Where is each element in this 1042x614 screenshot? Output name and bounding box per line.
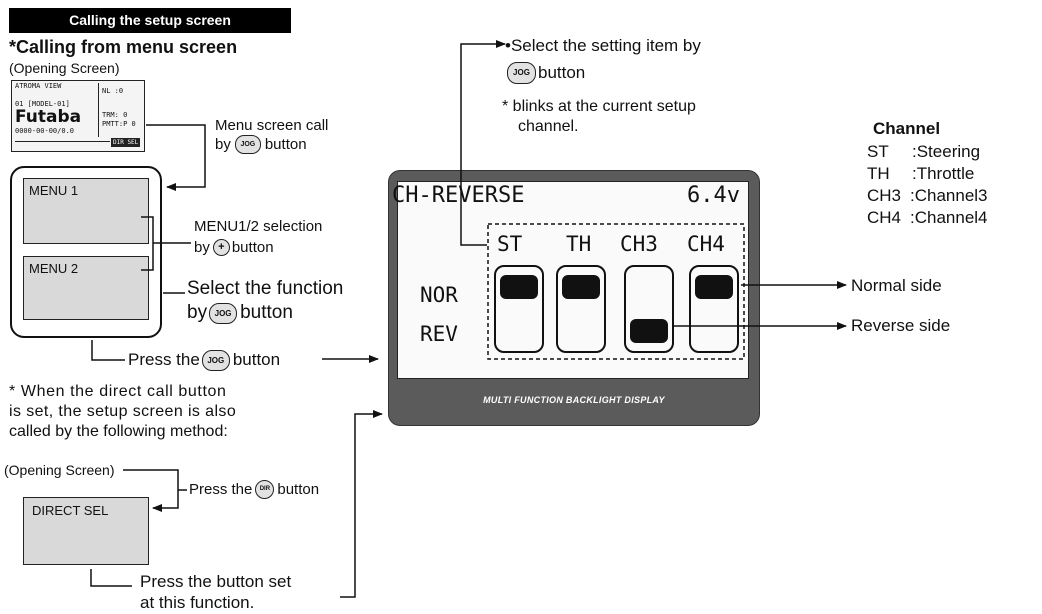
jog-button-icon[interactable]: JOG — [209, 302, 238, 324]
menu-selection-button-word: button — [231, 238, 274, 256]
direct-sel-label: DIRECT SEL — [32, 503, 109, 518]
plus-button-icon[interactable]: + — [212, 238, 230, 256]
menu-selection-by-row: by + button — [194, 237, 274, 257]
direct-opening-label: (Opening Screen) — [4, 462, 115, 478]
menu-selection-by: by — [194, 238, 210, 256]
opening-screen-thumbnail: ATROMA VIEW 01 [MODEL-01] Futaba 0000-00… — [11, 80, 145, 152]
thumb-line2: 01 [MODEL-01] — [15, 100, 70, 108]
thumb-dir-sel-badge: DIR SEL — [111, 138, 141, 147]
thumb-right3: PMTT:P 0 — [102, 120, 136, 128]
direct-bottom-connector — [90, 569, 132, 587]
jog-button-text: JOG — [214, 308, 232, 318]
channel-label-ch4: CH4 — [687, 232, 725, 256]
jog-button-icon[interactable]: JOG — [234, 134, 261, 154]
channel-label-th: TH — [566, 232, 592, 256]
legend-title: Channel — [873, 119, 941, 138]
legend-name-ch4: :Channel4 — [910, 208, 988, 227]
switch-slot-th[interactable] — [556, 265, 606, 353]
row-label-nor: NOR — [420, 283, 458, 307]
menu1-label: MENU 1 — [29, 183, 79, 198]
legend-name-st: :Steering — [912, 142, 981, 161]
press-dir-pre: Press the — [189, 480, 253, 498]
menu-selection-text: MENU1/2 selection — [194, 218, 323, 235]
channel-label-st: ST — [497, 232, 523, 256]
blink-note-line1: * blinks at the current setup — [502, 98, 696, 115]
switch-knob-ch4 — [695, 275, 733, 299]
press-button-set-line1: Press the button set — [140, 572, 292, 591]
dir-button-icon[interactable]: DIR — [255, 479, 275, 499]
switch-slot-ch4[interactable] — [689, 265, 739, 353]
legend-code-th: TH — [867, 164, 890, 183]
direct-note-line1: * When the direct call button — [9, 383, 227, 400]
press-jog-post: button — [232, 350, 281, 369]
menu-call-connector — [146, 124, 206, 191]
press-jog-connector — [91, 340, 125, 361]
switch-knob-th — [562, 275, 600, 299]
menu-call-heading: *Calling from menu screen — [9, 37, 238, 57]
legend-code-ch4: CH4 — [867, 208, 902, 227]
direct-note-line3: called by the following method: — [9, 423, 228, 440]
select-item-button-row: JOG button — [507, 61, 585, 85]
reverse-side-label: Reverse side — [851, 316, 951, 335]
jog-button-text: JOG — [513, 68, 530, 77]
dir-button-text: DIR — [259, 485, 271, 492]
menu1-screen: MENU 1 — [23, 178, 149, 244]
opening-screen-label: (Opening Screen) — [9, 60, 120, 76]
futaba-logo: Futaba — [15, 107, 82, 127]
switch-knob-st — [500, 275, 538, 299]
select-item-button-word: button — [538, 63, 586, 82]
thumb-line3: 0000-00-00/0.0 — [15, 127, 75, 135]
press-button-set-line2: at this function. — [140, 593, 255, 612]
press-jog-row: Press the JOG button — [128, 349, 280, 371]
thumb-divider — [98, 83, 99, 137]
channel-selection-frame — [487, 223, 745, 360]
legend-code-st: ST — [867, 142, 889, 161]
legend-name-th: :Throttle — [912, 164, 975, 183]
direct-note-line2: is set, the setup screen is also — [9, 403, 237, 420]
direct-return-connector — [340, 410, 383, 598]
menu2-label: MENU 2 — [29, 261, 79, 276]
menu2-screen: MENU 2 — [23, 256, 149, 320]
normal-side-label: Normal side — [851, 276, 942, 295]
select-function-by: by — [187, 302, 208, 323]
thumb-line1: ATROMA VIEW — [15, 82, 62, 90]
select-function-button-word: button — [240, 302, 293, 323]
switch-slot-ch3[interactable] — [624, 265, 674, 353]
thumb-right1: NL :0 — [102, 87, 124, 95]
select-function-text: Select the function — [187, 278, 344, 299]
jog-button-icon[interactable]: JOG — [201, 349, 230, 371]
jog-button-text: JOG — [207, 355, 225, 365]
legend-name-ch3: :Channel3 — [910, 186, 988, 205]
menu-call-by: by — [215, 135, 231, 153]
lcd-title: CH-REVERSE — [392, 183, 525, 208]
thumb-trim-bar — [15, 141, 110, 142]
direct-sel-screen: DIRECT SEL — [23, 497, 149, 565]
menu-group-frame — [10, 166, 162, 338]
select-function-by-row: by JOG button — [187, 301, 293, 325]
direct-opening-connector — [123, 469, 179, 512]
jog-button-icon[interactable]: JOG — [507, 62, 536, 84]
press-dir-row: Press the DIR button — [189, 479, 319, 499]
press-jog-pre: Press the — [128, 350, 200, 369]
legend-code-ch3: CH3 — [867, 186, 902, 205]
plus-button-text: + — [218, 240, 225, 253]
blink-note-line2: channel. — [518, 118, 579, 135]
press-dir-post: button — [277, 480, 320, 498]
switch-slot-st[interactable] — [494, 265, 544, 353]
row-label-rev: REV — [420, 322, 458, 346]
menu-call-button-word: button — [264, 135, 307, 153]
thumb-right2: TRM: 0 — [102, 111, 128, 119]
select-item-connector — [460, 40, 506, 246]
menu-select-bracket — [141, 216, 154, 271]
switch-knob-ch3 — [630, 319, 668, 343]
section-header: Calling the setup screen — [9, 8, 291, 33]
bezel-caption: MULTI FUNCTION BACKLIGHT DISPLAY — [483, 395, 665, 405]
menu-call-by-row: by JOG button — [215, 134, 307, 154]
jog-button-text: JOG — [240, 140, 256, 148]
lcd-voltage: 6.4v — [687, 183, 740, 208]
menu-call-text: Menu screen call — [215, 117, 329, 134]
select-item-text: •Select the setting item by — [505, 36, 701, 55]
channel-label-ch3: CH3 — [620, 232, 658, 256]
